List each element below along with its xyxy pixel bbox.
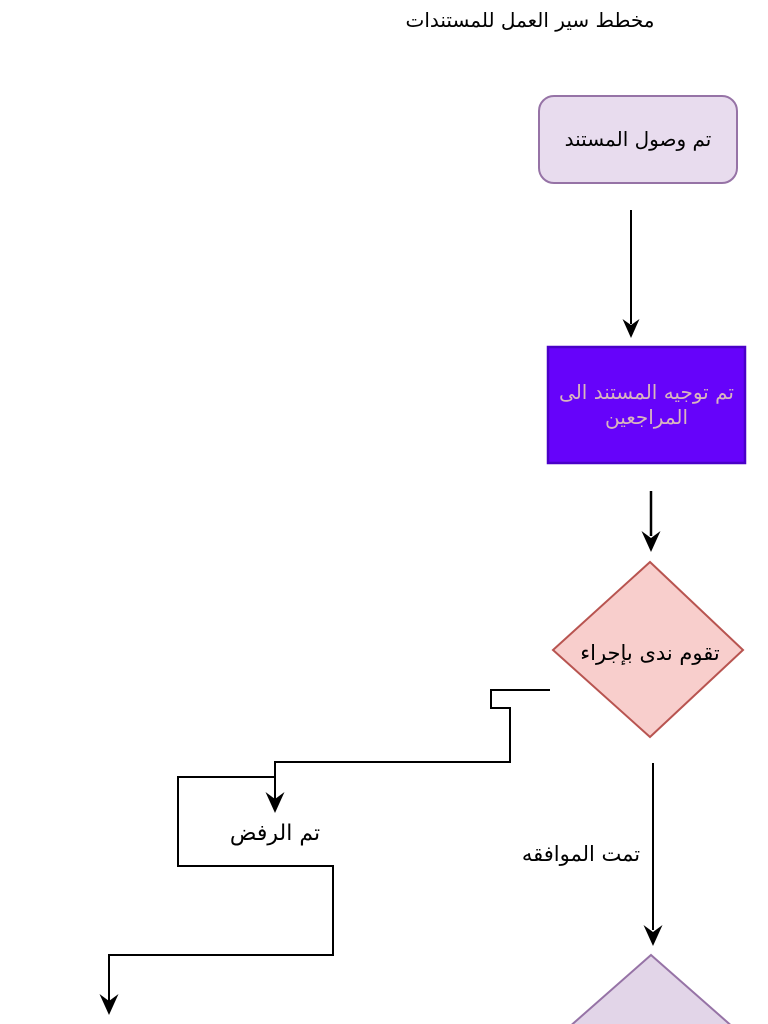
arrowhead-icon bbox=[622, 319, 640, 338]
edge-rejected bbox=[99, 689, 550, 1015]
page-title: مخطط سير العمل للمستندات bbox=[405, 8, 655, 32]
result-node-shape bbox=[571, 953, 731, 1024]
edge-approved bbox=[643, 763, 663, 946]
start-node-shape bbox=[538, 95, 738, 184]
decision-node-shape bbox=[551, 560, 745, 739]
arrowhead-icon bbox=[99, 994, 119, 1015]
approved-edge-label: تمت الموافقه bbox=[521, 842, 641, 866]
rejected-edge-label: تم الرفض bbox=[229, 821, 321, 846]
arrowhead-icon bbox=[643, 925, 663, 946]
decision-node-label: تقوم ندى بإجراء bbox=[580, 641, 720, 665]
route-node-shape bbox=[546, 345, 747, 465]
route-node-label: تم توجيه المستند الى المراجعين bbox=[550, 347, 743, 463]
edge-route-to-decision bbox=[641, 491, 661, 552]
edge-start-to-route bbox=[622, 210, 640, 338]
start-node-label: تم وصول المستند bbox=[564, 127, 712, 151]
arrowhead-icon bbox=[641, 531, 661, 552]
route-node-label-line1: تم توجيه المستند الى bbox=[559, 380, 734, 404]
arrowhead-icon bbox=[265, 792, 285, 813]
route-node-label-line2: المراجعين bbox=[604, 405, 689, 429]
